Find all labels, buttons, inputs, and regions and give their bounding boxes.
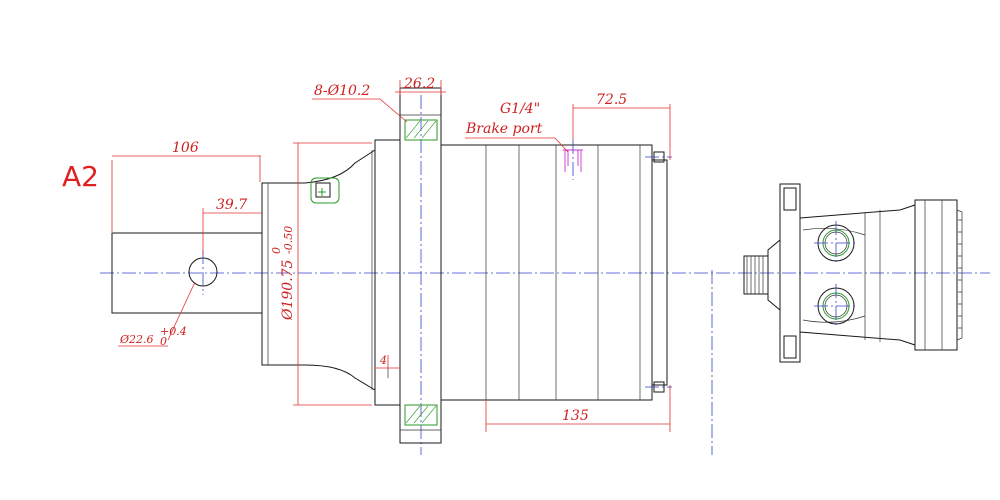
- end-cap: [651, 159, 668, 386]
- dim-shaft-tol-lower: 0: [160, 335, 167, 348]
- dimensions: 106 39.7 Ø22.6 +0.4 0 Ø190.75 0 -0.50 8-…: [111, 76, 671, 432]
- brake-port: [563, 140, 583, 180]
- dim-shaft-key: 39.7: [216, 197, 247, 213]
- dim-port-name: Brake port: [465, 121, 543, 137]
- view-label: A2: [62, 160, 99, 193]
- dim-port-offset: 72.5: [596, 92, 627, 108]
- dim-flange-thickness: 26.2: [403, 76, 435, 92]
- end-view: [743, 183, 963, 363]
- seal-ring: [310, 177, 340, 204]
- port-a: [814, 221, 858, 265]
- dim-overall-shaft: 106: [172, 140, 199, 156]
- side-view: [111, 87, 672, 444]
- port-b: [814, 284, 858, 328]
- dim-pilot-tol-lower: -0.50: [282, 226, 295, 254]
- mounting-flange: [399, 87, 442, 444]
- dim-step: 4: [379, 354, 387, 367]
- dim-shaft-tol-upper: +0.4: [160, 325, 187, 338]
- dim-pilot-tol-upper: 0: [270, 247, 283, 254]
- nose-housing: [261, 149, 376, 391]
- housing-step: [374, 139, 401, 406]
- dim-pilot-diameter: Ø190.75: [280, 259, 296, 321]
- end-rear-body: [914, 199, 958, 351]
- dim-bolt-holes: 8-Ø10.2: [314, 83, 370, 99]
- main-body: [440, 144, 653, 401]
- dim-port-thread: G1/4": [500, 101, 540, 117]
- spline-shaft: [743, 255, 769, 295]
- dim-shaft-diameter: Ø22.6: [119, 333, 154, 346]
- end-housing: [799, 204, 916, 346]
- dim-body-length: 135: [562, 408, 589, 424]
